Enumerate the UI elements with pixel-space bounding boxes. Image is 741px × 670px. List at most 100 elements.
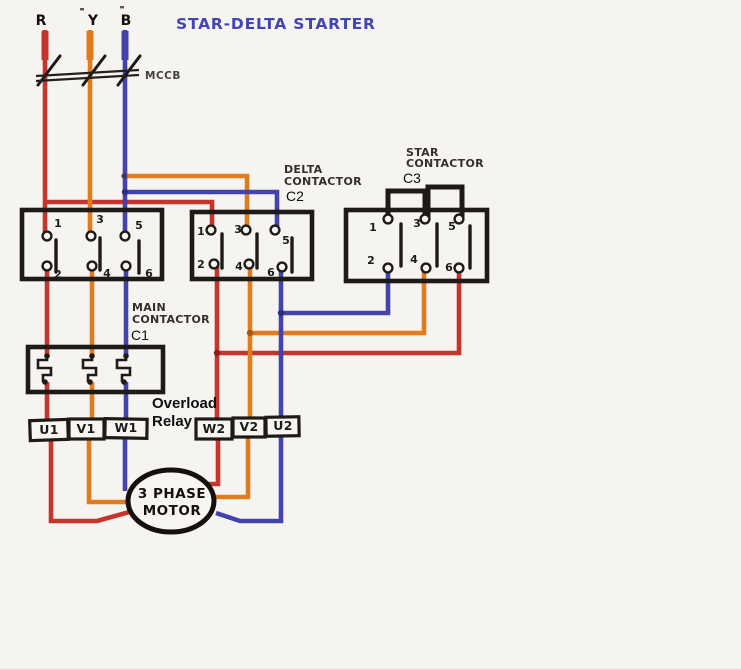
c3-terminal-6-label: 6	[445, 261, 453, 274]
overload-relay-label-line2: Relay	[152, 413, 193, 430]
wire-y-v1-to-motor	[86, 438, 131, 505]
wire-r-w2-to-motor	[206, 437, 221, 487]
c1-terminal-1-label: 1	[54, 217, 62, 230]
c3-terminal-3-label: 3	[413, 217, 421, 230]
mccb-breaker: MCCB	[35, 54, 181, 87]
star-contactor-tag: C3	[403, 170, 421, 186]
c3-terminal-1-label: 1	[369, 221, 377, 234]
terminal-v2-label: V2	[240, 419, 259, 434]
c3-terminal-5-label: 5	[448, 220, 456, 233]
c1-terminal-2	[41, 260, 53, 272]
overload-relay-label-line1: Overload	[152, 395, 217, 412]
star-contactor-box	[343, 207, 490, 284]
overload-dot-3-top	[123, 353, 129, 359]
delta-contactor-box	[189, 209, 315, 282]
phase-y-label: Y	[87, 13, 99, 29]
junction-orange-star-branch	[246, 329, 254, 337]
c1-terminal-5-label: 5	[135, 219, 143, 232]
c3-terminal-6	[453, 262, 465, 274]
phase-r-label: R	[36, 13, 47, 29]
wire-r-branch-to-c2	[45, 199, 215, 228]
terminal-u2-label: U2	[273, 418, 292, 433]
main-contactor: 1 3 5 2 4 6 MAIN CONTACTOR C1	[19, 207, 210, 343]
overload-heater-1	[36, 356, 53, 382]
c2-terminal-4	[243, 258, 255, 270]
delta-contactor-name-line1: DELTA	[284, 163, 323, 176]
main-contactor-name-line2: CONTACTOR	[132, 313, 210, 326]
star-contactor-name-line1: STAR	[406, 146, 439, 159]
wire-y-v2-to-motor	[214, 437, 251, 500]
overload-dot-2-bottom	[87, 379, 93, 385]
overload-dot-1-bottom	[42, 379, 48, 385]
motor-label-line2: MOTOR	[143, 503, 202, 519]
c2-terminal-3	[240, 224, 252, 236]
c3-terminal-5	[453, 213, 465, 225]
junction-blue-delta-branch	[121, 188, 129, 196]
c3-terminal-1	[382, 213, 394, 225]
delta-contactor: 1 3 5 2 4 6 DELTA CONTACTOR C2	[189, 163, 362, 282]
c2-terminal-5	[269, 224, 281, 236]
page-title: STAR-DELTA STARTER	[176, 15, 376, 33]
star-contactor-name-line2: CONTACTOR	[406, 157, 484, 170]
phase-b-label: B	[121, 13, 132, 29]
main-contactor-box	[19, 207, 165, 282]
terminal-cell-w1	[103, 417, 149, 440]
wire-b-u2-to-motor	[215, 436, 284, 524]
terminal-cell-u2	[264, 415, 301, 438]
terminal-u1-label: U1	[39, 422, 58, 437]
overload-dot-2-top	[89, 353, 95, 359]
three-phase-motor: 3 PHASE MOTOR	[125, 467, 217, 535]
terminal-v1-label: V1	[77, 421, 96, 436]
c1-terminal-6	[120, 260, 132, 272]
c1-terminal-5	[119, 230, 131, 242]
mccb-linkage-bar-top	[35, 68, 140, 78]
c2-terminal-2	[208, 258, 220, 270]
mccb-label: MCCB	[145, 70, 181, 82]
wire-b-branch-to-c3	[281, 270, 391, 316]
c3-terminal-3	[419, 213, 431, 225]
c3-terminal-4	[420, 262, 432, 274]
tick-mark-b	[120, 6, 124, 9]
terminal-w1-label: W1	[114, 420, 137, 435]
overload-heater-3	[115, 356, 132, 382]
wire-junctions	[121, 173, 285, 357]
supply-section: R Y B	[36, 6, 132, 29]
c2-terminal-3-label: 3	[234, 223, 242, 236]
c3-terminal-4-label: 4	[410, 253, 418, 266]
overload-dot-3-bottom	[121, 379, 127, 385]
motor-label-line1: 3 PHASE	[138, 486, 206, 502]
wire-r-u1-to-motor	[48, 439, 134, 524]
junction-blue-star-branch	[277, 309, 285, 317]
junction-orange-delta-branch	[121, 173, 127, 179]
c2-terminal-5-label: 5	[282, 234, 290, 247]
main-contactor-tag: C1	[131, 327, 149, 343]
main-contactor-name-line1: MAIN	[132, 301, 166, 314]
tick-mark-y	[80, 8, 84, 11]
junction-red-star-branch	[213, 349, 221, 357]
overload-relay: Overload Relay	[25, 344, 217, 430]
c2-terminal-6	[276, 261, 288, 273]
motor-terminal-block-right: W2 V2 U2	[194, 415, 301, 441]
c1-terminal-4-label: 4	[103, 267, 111, 280]
c1-terminal-3-label: 3	[96, 213, 104, 226]
terminal-w2-label: W2	[202, 421, 225, 436]
delta-contactor-name-line2: CONTACTOR	[284, 175, 362, 188]
c2-terminal-4-label: 4	[235, 260, 243, 273]
star-contactor: 1 3 5 2 4 6 STAR CONTACTOR C3	[343, 146, 490, 284]
c1-terminal-4	[86, 260, 98, 272]
c2-terminal-6-label: 6	[267, 266, 275, 279]
c3-terminal-2-label: 2	[367, 254, 375, 267]
delta-contactor-tag: C2	[286, 188, 304, 204]
motor-terminal-block-left: U1 V1 W1	[28, 417, 149, 443]
wire-b-branch-to-c2	[125, 189, 280, 226]
red-phase-wires	[41, 30, 462, 524]
c1-terminal-2-label: 2	[54, 268, 62, 281]
mccb-linkage-bar-bottom	[35, 73, 140, 83]
overload-heater-2	[81, 356, 98, 382]
c3-terminal-2	[382, 262, 394, 274]
c2-terminal-1-label: 1	[197, 225, 205, 238]
wire-y-branch-to-c2	[123, 173, 250, 226]
c1-terminal-1	[41, 230, 53, 242]
